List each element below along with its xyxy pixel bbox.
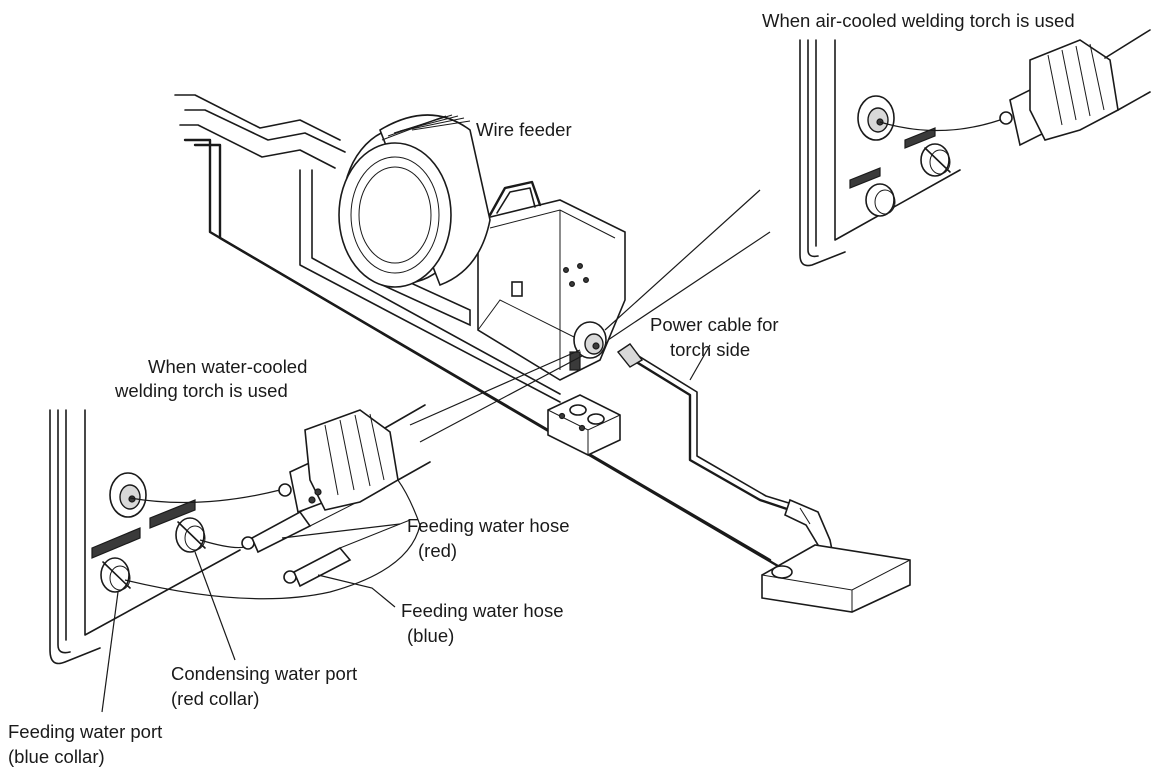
machine-body [174, 94, 780, 568]
label-feeding-port-1: Feeding water port [8, 721, 162, 742]
water-cooled-inset [49, 404, 431, 665]
label-hose-blue-2: (blue) [407, 625, 454, 646]
feeding-water-port [100, 557, 131, 593]
label-feeding-port-2: (blue collar) [8, 746, 105, 767]
label-condensing-2: (red collar) [171, 688, 259, 709]
label-water-cooled-2: welding torch is used [114, 380, 288, 401]
leader-lines [101, 344, 711, 713]
air-cooled-inset [799, 29, 1151, 267]
label-air-cooled: When air-cooled welding torch is used [762, 10, 1075, 31]
remote-box [547, 394, 621, 456]
label-hose-blue-1: Feeding water hose [401, 600, 564, 621]
label-water-cooled-1: When water-cooled [148, 356, 307, 377]
label-wire-feeder: Wire feeder [476, 119, 572, 140]
label-power-cable-1: Power cable for [650, 314, 779, 335]
label-power-cable-2: torch side [670, 339, 750, 360]
text-labels: When air-cooled welding torch is used Wi… [8, 10, 1075, 767]
label-condensing-1: Condensing water port [171, 663, 357, 684]
condensing-water-port [175, 517, 206, 553]
wire-feeder-unit [338, 114, 626, 381]
label-hose-red-2: (red) [418, 540, 457, 561]
hose-blue-fitting [283, 519, 411, 588]
label-hose-red-1: Feeding water hose [407, 515, 570, 536]
zoom-lines [409, 189, 771, 443]
workpiece [761, 544, 911, 613]
